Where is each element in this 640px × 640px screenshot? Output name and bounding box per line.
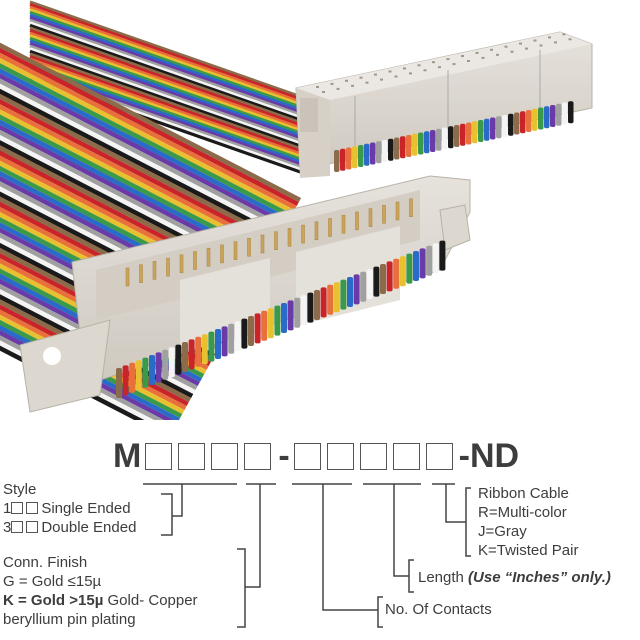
length-legend: Length (Use “Inches” only.) <box>418 568 611 587</box>
box-header-connector <box>19 175 471 413</box>
part-number-box <box>211 442 239 470</box>
idc-socket-connector <box>295 31 593 178</box>
length-label: Length <box>418 569 469 586</box>
style-title: Style <box>3 481 37 498</box>
ribbon-option-multicolor: R=Multi-color <box>478 504 567 521</box>
ribbon-option-gray: J=Gray <box>478 523 527 540</box>
conn-finish-option-g: G = Gold ≤15µ <box>3 573 102 590</box>
part-number-box <box>178 442 206 470</box>
part-number-suffix: -ND <box>458 436 520 475</box>
part-number-prefix: M <box>113 436 142 475</box>
part-number-box <box>326 442 354 470</box>
part-number-template: M - -ND <box>113 436 519 476</box>
contacts-label: No. Of Contacts <box>385 601 492 618</box>
ribbon-cable-legend: Ribbon Cable R=Multi-color J=Gray K=Twis… <box>478 484 578 560</box>
contacts-legend: No. Of Contacts <box>385 600 492 619</box>
part-number-box <box>244 442 272 470</box>
part-number-box <box>392 442 420 470</box>
upper-ribbon-cable <box>29 0 311 177</box>
ribbon-cable-assembly-image <box>0 0 593 420</box>
part-number-box <box>425 442 453 470</box>
conn-finish-option-k: K = Gold >15µ Gold- Copper <box>3 592 198 609</box>
length-note: (Use “Inches” only.) <box>468 569 611 586</box>
conn-finish-title: Conn. Finish <box>3 554 88 571</box>
conn-finish-note: beryllium pin plating <box>3 611 136 628</box>
part-number-box <box>293 442 321 470</box>
part-number-box <box>145 442 173 470</box>
ribbon-option-twisted: K=Twisted Pair <box>478 542 579 559</box>
conn-finish-legend: Conn. Finish G = Gold ≤15µ K = Gold >15µ… <box>3 553 198 629</box>
part-number-box <box>359 442 387 470</box>
part-number-separator: - <box>278 436 290 475</box>
ribbon-cable-title: Ribbon Cable <box>478 485 569 502</box>
